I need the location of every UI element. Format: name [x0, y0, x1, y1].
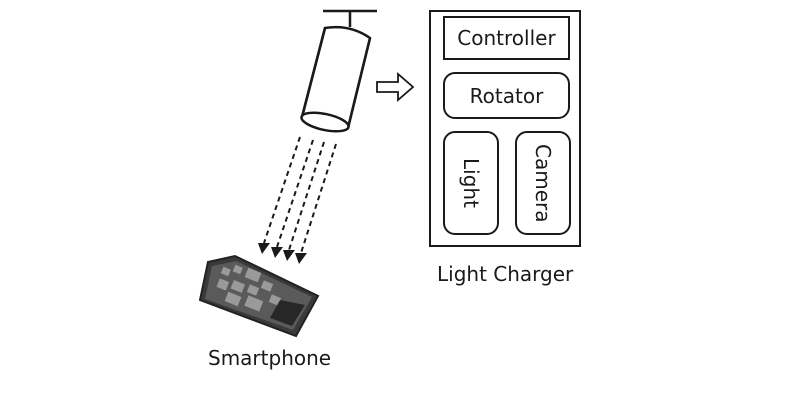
rotator-box: Rotator: [443, 72, 570, 119]
light-charger-label: Light Charger: [437, 262, 574, 286]
camera-label: Camera: [531, 143, 555, 223]
right-arrow-icon: [376, 72, 415, 102]
light-box: Light: [443, 131, 499, 235]
beam-arrowheads: [258, 243, 307, 264]
controller-label: Controller: [457, 26, 556, 50]
light-label: Light: [459, 158, 483, 208]
camera-box: Camera: [515, 131, 571, 235]
light-beam-arrows-icon: [263, 136, 337, 254]
rotator-label: Rotator: [469, 83, 544, 108]
controller-box: Controller: [443, 16, 570, 60]
ceiling-spotlight-icon: [300, 9, 377, 133]
smartphone-label: Smartphone: [208, 346, 332, 370]
smartphone-icon: [198, 254, 320, 338]
